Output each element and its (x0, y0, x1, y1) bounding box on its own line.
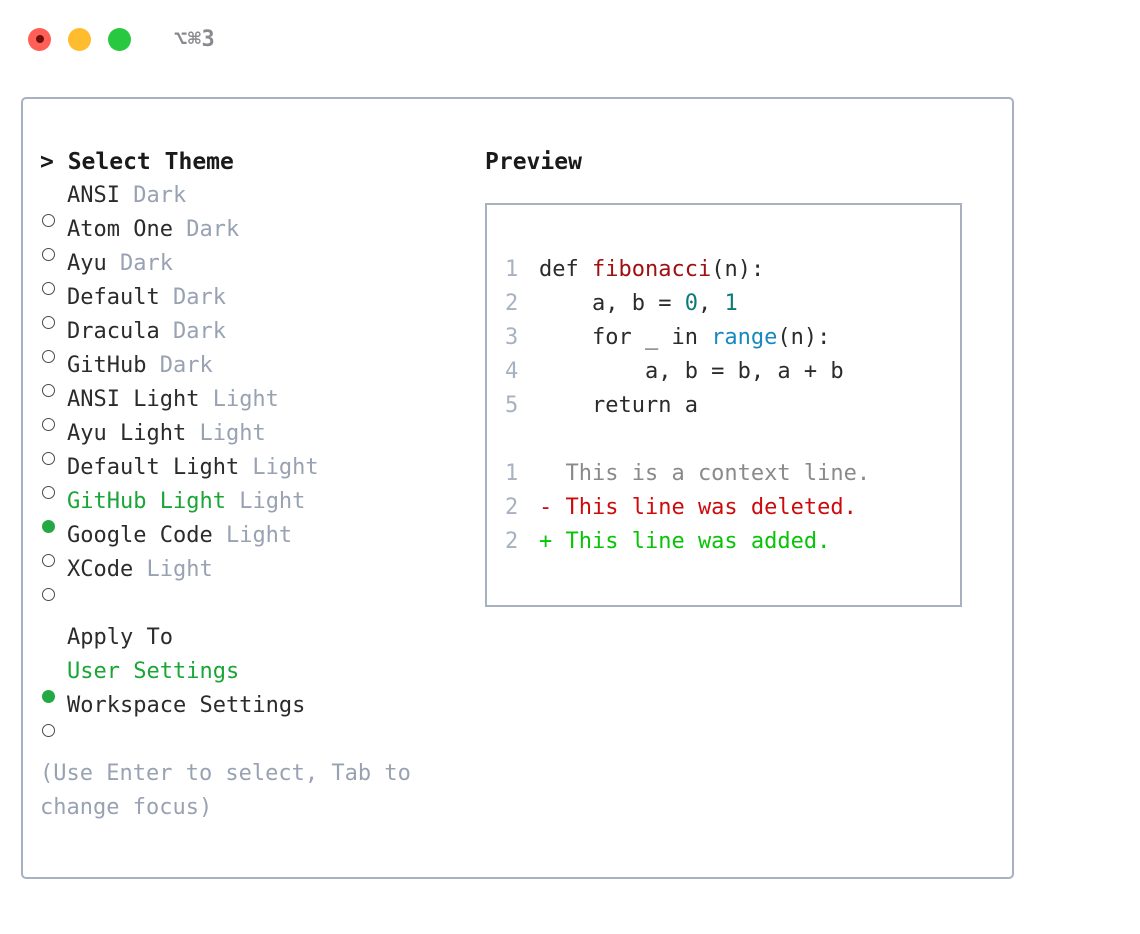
theme-variant-tag: Dark (159, 319, 226, 344)
diff-sample: 1 This is a context line. 2 - This line wa… (505, 457, 960, 559)
code-line-text: for _ in range(n): (539, 321, 830, 355)
keyboard-hint-text: (Use Enter to select, Tab to change focu… (40, 761, 425, 820)
line-number: 2 (505, 529, 519, 554)
diff-line-text: This is a context line. (539, 461, 871, 486)
code-token-plain: (n): (777, 325, 831, 350)
code-token-plain: , (697, 291, 725, 316)
code-line: 5 return a (505, 389, 960, 423)
code-token-plain: a, b = b, a + b (539, 359, 844, 384)
diff-line-del: 2 - This line was deleted. (505, 491, 960, 525)
code-line: 3 for _ in range(n): (505, 321, 960, 355)
code-token-fn: fibonacci (591, 257, 712, 282)
line-number: 1 (505, 461, 519, 486)
code-line-text: def fibonacci(n): (539, 253, 764, 287)
theme-option-github[interactable]: GitHub Dark (40, 349, 485, 397)
code-line: 1 def fibonacci(n): (505, 253, 960, 287)
theme-variant-tag: Light (199, 387, 279, 412)
theme-name: GitHub Light (67, 489, 226, 514)
select-theme-heading: > Select Theme (40, 149, 234, 175)
window-controls (28, 27, 131, 51)
theme-name: Default Light (67, 455, 240, 480)
diff-line-context: 1 This is a context line. (505, 457, 960, 491)
code-line-text: a, b = b, a + b (539, 355, 844, 389)
theme-variant-tag: Dark (172, 217, 240, 242)
diff-line-text: + This line was added. (539, 529, 831, 554)
theme-name: XCode (67, 557, 134, 582)
recording-indicator-icon (35, 35, 44, 43)
zoom-button[interactable] (108, 27, 131, 51)
theme-option-default-light[interactable]: Default Light Light (40, 451, 485, 499)
line-number: 1 (505, 257, 519, 282)
theme-option-xcode[interactable]: XCode Light (40, 553, 485, 601)
theme-name: Google Code (67, 523, 213, 548)
theme-option-github-light[interactable]: GitHub Light Light (40, 485, 485, 533)
keyboard-shortcut-label: ⌥⌘3 (174, 26, 216, 52)
apply-to-label: Workspace Settings (67, 693, 306, 718)
minimize-button[interactable] (68, 27, 91, 51)
code-line-text: a, b = 0, 1 (539, 287, 738, 321)
line-number: 5 (505, 393, 519, 418)
code-token-plain: for _ in (539, 325, 712, 350)
line-number: 2 (505, 495, 519, 520)
code-token-num: 0 (684, 291, 698, 316)
theme-option-default[interactable]: Default Dark (40, 281, 485, 329)
line-number: 3 (505, 325, 519, 350)
theme-option-dracula[interactable]: Dracula Dark (40, 315, 485, 363)
diff-line-text: - This line was deleted. (539, 495, 857, 520)
theme-variant-tag: Dark (106, 251, 173, 276)
theme-name: Atom One (67, 217, 173, 242)
preview-heading: Preview (485, 149, 582, 175)
theme-name: Ayu (67, 251, 107, 276)
theme-variant-tag: Dark (119, 183, 187, 208)
code-diff-spacer (505, 423, 960, 457)
code-token-plain: (n): (711, 257, 765, 282)
theme-option-google-code[interactable]: Google Code Light (40, 519, 485, 567)
theme-option-atom-one[interactable]: Atom One Dark (40, 213, 485, 261)
theme-variant-tag: Light (133, 557, 213, 582)
code-token-plain: def (539, 257, 592, 282)
line-number: 4 (505, 359, 519, 384)
code-line: 2 a, b = 0, 1 (505, 287, 960, 321)
apply-to-heading: Apply To (67, 625, 173, 650)
theme-option-ayu-light[interactable]: Ayu Light Light (40, 417, 485, 465)
code-line-text: return a (539, 389, 698, 423)
title-bar: ⌥⌘3 (0, 0, 1140, 78)
theme-option-ayu[interactable]: Ayu Dark (40, 247, 485, 295)
theme-name: Dracula (67, 319, 160, 344)
code-line: 4 a, b = b, a + b (505, 355, 960, 389)
theme-name: Default (67, 285, 160, 310)
theme-option-ansi-light[interactable]: ANSI Light Light (40, 383, 485, 431)
theme-variant-tag: Dark (146, 353, 213, 378)
theme-variant-tag: Light (225, 489, 306, 514)
code-token-plain: return a (539, 393, 698, 418)
theme-name: ANSI Light (67, 387, 200, 412)
theme-variant-tag: Light (212, 523, 293, 548)
theme-variant-tag: Dark (159, 285, 226, 310)
theme-option-ansi[interactable]: ANSI Dark (40, 179, 485, 227)
theme-name: ANSI (67, 183, 120, 208)
theme-name: Ayu Light (67, 421, 187, 446)
line-number: 2 (505, 291, 519, 316)
theme-variant-tag: Light (186, 421, 266, 446)
theme-variant-tag: Light (239, 455, 319, 480)
code-token-num: 1 (724, 291, 738, 316)
code-token-call: range (711, 325, 778, 350)
apply-to-option-workspace-settings[interactable]: Workspace Settings (40, 689, 485, 737)
apply-to-option-user-settings[interactable]: User Settings (40, 655, 485, 703)
code-token-plain: a, b = (539, 291, 685, 316)
theme-name: GitHub (67, 353, 147, 378)
diff-line-add: 2 + This line was added. (505, 525, 960, 559)
apply-to-label: User Settings (67, 659, 240, 684)
close-button[interactable] (28, 27, 51, 51)
